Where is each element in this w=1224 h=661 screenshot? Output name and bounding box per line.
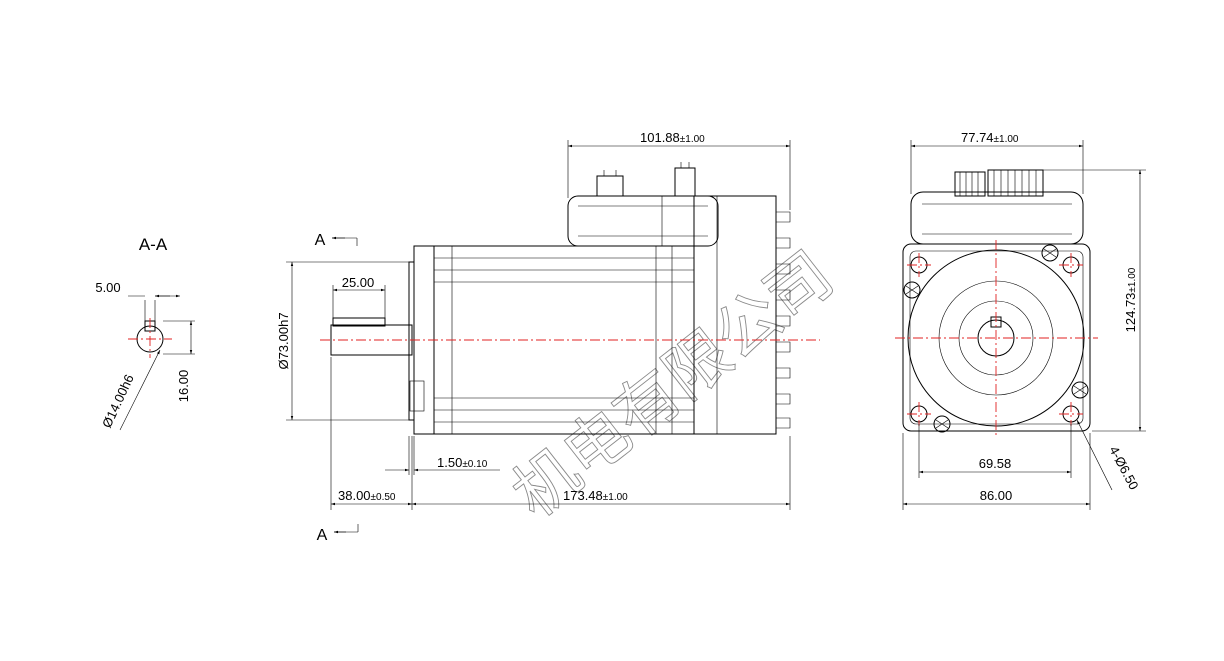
front-driver-inner	[922, 203, 1072, 235]
screw-left	[903, 281, 921, 299]
section-mark-bottom-line	[334, 524, 359, 533]
side-view: A A 25.00 Ø73.00h7	[276, 130, 820, 544]
body-length-tol: ±1.00	[603, 492, 628, 503]
front-driver-width-extension	[910, 140, 1084, 194]
front-driver-width-label: 77.74	[961, 130, 994, 145]
mount-hole-leader	[1076, 419, 1113, 491]
shaft-length-tol: ±0.50	[371, 492, 396, 503]
total-height-text: 124.73±1.00	[1123, 267, 1138, 332]
total-height-tol: ±1.00	[1127, 267, 1138, 292]
flange-thickness-extension	[408, 436, 415, 475]
key-width-extension	[144, 300, 156, 322]
shaft-diameter-label: Ø14.00h6	[99, 372, 137, 430]
driver-length-extension	[567, 140, 791, 210]
front-driver-box	[910, 191, 1084, 245]
body-length-text: 173.48±1.00	[563, 488, 628, 503]
hole-spacing-label: 69.58	[979, 456, 1012, 471]
front-flange	[902, 243, 1091, 432]
flange-thickness-tol: ±0.10	[462, 459, 487, 470]
flange-diameter-extension	[286, 261, 409, 421]
screw-bottom-slot	[935, 419, 949, 429]
rear-fins	[716, 196, 791, 434]
driver-length-tol: ±1.00	[680, 134, 705, 145]
connector-left	[596, 175, 624, 197]
section-mark-top-line	[332, 237, 358, 246]
screw-top	[1041, 244, 1059, 262]
front-connector-1	[954, 171, 986, 197]
shaft-length-label: 38.00	[338, 488, 371, 503]
front-connector-2	[987, 169, 1044, 197]
total-height-extension	[1040, 169, 1146, 432]
connector-right	[674, 167, 696, 197]
screw-left-slot	[905, 285, 919, 295]
screw-bottom	[933, 415, 951, 433]
total-height-label: 124.73	[1123, 293, 1138, 333]
screw-right	[1071, 381, 1089, 399]
section-mark-bottom: A	[317, 527, 328, 544]
flange-diameter-label: Ø73.00h7	[276, 312, 291, 369]
driver-length-text: 101.88±1.00	[640, 130, 705, 145]
flange-thickness-text: 1.50±0.10	[437, 455, 488, 470]
key-height-extension	[163, 320, 195, 355]
mount-hole-label: 4-Ø6.50	[1106, 444, 1141, 493]
shaft-key	[332, 317, 386, 327]
front-view: 77.74±1.00 124.73±1.00 69.58 86.00 4-Ø6.…	[895, 130, 1146, 510]
length-extensions	[330, 357, 791, 510]
driver-box-inner	[578, 196, 708, 246]
front-driver-width-tol: ±1.00	[994, 134, 1019, 145]
hole-spacing-extension	[918, 424, 1072, 478]
screw-top-slot	[1043, 248, 1057, 258]
connector-pins	[603, 162, 690, 176]
key-width-label: 5.00	[95, 280, 120, 295]
front-flange-inner	[909, 250, 1084, 425]
flange-thickness-label: 1.50	[437, 455, 462, 470]
front-driver-width-text: 77.74±1.00	[961, 130, 1019, 145]
key-height-label: 16.00	[176, 370, 191, 403]
section-a-a-view: A-A 5.00 16.00 Ø14.00h6	[95, 235, 195, 430]
section-mark-top: A	[315, 232, 326, 249]
shaft-length-text: 38.00±0.50	[338, 488, 396, 503]
key-length-label: 25.00	[342, 275, 375, 290]
screw-right-slot	[1073, 385, 1087, 395]
front-connector-pins	[959, 170, 1037, 196]
driver-box	[567, 195, 719, 247]
driver-length-label: 101.88	[640, 130, 680, 145]
flange-screw	[409, 380, 425, 412]
shaft-diameter-leader	[119, 349, 161, 431]
rear-housing	[693, 195, 777, 435]
corner-screws	[903, 244, 1089, 433]
mount-holes	[907, 253, 1083, 426]
body-length-label: 173.48	[563, 488, 603, 503]
section-title: A-A	[139, 235, 168, 254]
flange-width-label: 86.00	[980, 488, 1013, 503]
